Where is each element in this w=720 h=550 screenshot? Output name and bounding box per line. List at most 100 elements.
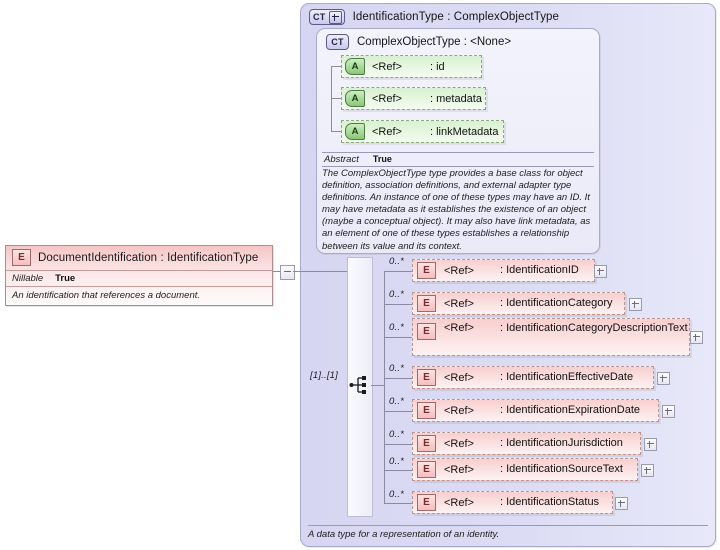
connector-toggle-to-type: [293, 271, 348, 272]
sequence-icon: [349, 376, 366, 394]
element-ref: <Ref>: [444, 264, 474, 277]
child-branch: [384, 304, 412, 305]
element-name: : IdentificationID: [500, 264, 579, 276]
expand-plus-icon[interactable]: [641, 464, 654, 477]
element-node-title: DocumentIdentification : IdentificationT…: [38, 251, 259, 264]
attribute-ref: <Ref>: [372, 125, 402, 138]
element-ref: <Ref>: [444, 322, 474, 334]
complex-type-badge[interactable]: CT: [309, 9, 345, 25]
expand-plus-icon[interactable]: [662, 405, 675, 418]
element-ref-node[interactable]: E <Ref> : IdentificationCategory: [412, 292, 625, 315]
element-ref: <Ref>: [444, 463, 474, 476]
element-name: : IdentificationExpirationDate: [500, 404, 641, 416]
cardinality-label: 0..*: [389, 289, 405, 300]
element-icon: E: [417, 402, 436, 419]
element-ref: <Ref>: [444, 496, 474, 509]
cardinality-label: 0..*: [389, 396, 405, 407]
element-documentation: An identification that references a docu…: [6, 286, 272, 305]
sequence-compositor-box[interactable]: [347, 257, 373, 517]
attribute-branch-3: [331, 131, 341, 132]
connector-element-to-toggle: [273, 271, 280, 272]
attribute-ref: <Ref>: [372, 60, 402, 73]
base-type-badge-label: CT: [331, 36, 344, 47]
element-ref-node[interactable]: E <Ref> : IdentificationCategoryDescript…: [412, 318, 690, 356]
element-ref-node[interactable]: E <Ref> : IdentificationStatus: [412, 491, 613, 514]
child-branch: [384, 470, 412, 471]
element-icon: E: [417, 461, 436, 478]
element-ref: <Ref>: [444, 437, 474, 450]
cardinality-label: 0..*: [389, 489, 405, 500]
attribute-name: : metadata: [430, 92, 482, 105]
attribute-tree-trunk: [331, 66, 332, 132]
attribute-node[interactable]: A <Ref> : id: [341, 55, 482, 78]
element-icon: E: [417, 435, 436, 452]
expand-plus-icon[interactable]: [328, 10, 342, 24]
element-ref-node[interactable]: E <Ref> : IdentificationEffectiveDate: [412, 366, 654, 389]
abstract-label: Abstract: [324, 154, 359, 165]
element-ref: <Ref>: [444, 297, 474, 310]
attribute-ref: <Ref>: [372, 92, 402, 105]
expand-plus-icon[interactable]: [690, 331, 703, 344]
complex-type-badge-label: CT: [313, 11, 326, 22]
element-node-header: E DocumentIdentification : Identificatio…: [6, 246, 272, 270]
element-icon: E: [417, 295, 436, 312]
element-icon: E: [417, 262, 436, 279]
connector-seq-to-trunk: [371, 385, 384, 386]
element-ref-node[interactable]: E <Ref> : IdentificationJurisdiction: [412, 432, 641, 455]
abstract-property-row: Abstract True: [322, 152, 594, 167]
expand-plus-icon[interactable]: [629, 298, 642, 311]
element-ref: <Ref>: [444, 404, 474, 417]
attribute-branch-1: [331, 66, 341, 67]
cardinality-label: 0..*: [389, 456, 405, 467]
nillable-label: Nillable: [12, 273, 44, 284]
child-branch: [384, 271, 412, 272]
attribute-node[interactable]: A <Ref> : metadata: [341, 87, 486, 110]
cardinality-label: 0..*: [389, 322, 405, 333]
attribute-name: : id: [430, 60, 445, 73]
attribute-icon: A: [345, 90, 365, 107]
element-name: : IdentificationCategoryDescriptionText: [500, 322, 688, 334]
base-type-badge[interactable]: CT: [326, 34, 349, 50]
complex-type-title: IdentificationType : ComplexObjectType: [352, 11, 560, 23]
base-type-documentation: The ComplexObjectType type provides a ba…: [322, 168, 591, 252]
element-ref: <Ref>: [444, 371, 474, 384]
base-type-header: CT ComplexObjectType : <None>: [317, 29, 599, 50]
nillable-value: True: [55, 273, 76, 284]
complex-type-documentation: A data type for a representation of an i…: [308, 525, 708, 540]
collapse-minus-icon[interactable]: [280, 265, 295, 280]
expand-plus-icon[interactable]: [657, 372, 670, 385]
element-ref-node[interactable]: E <Ref> : IdentificationSourceText: [412, 458, 638, 481]
expand-plus-icon[interactable]: [615, 497, 628, 510]
child-branch: [384, 337, 412, 338]
complex-type-header: CT IdentificationType : ComplexObjectTyp…: [301, 4, 715, 25]
child-branch: [384, 378, 412, 379]
abstract-value: True: [372, 154, 392, 164]
expand-plus-icon[interactable]: [594, 265, 607, 278]
child-tree-trunk: [384, 271, 385, 503]
child-branch: [384, 411, 412, 412]
attribute-node[interactable]: A <Ref> : linkMetadata: [341, 120, 504, 143]
base-type-title: ComplexObjectType : <None>: [357, 36, 512, 48]
attribute-name: : linkMetadata: [430, 125, 499, 138]
element-icon: E: [417, 494, 436, 511]
expand-plus-icon[interactable]: [644, 438, 657, 451]
element-name: : IdentificationSourceText: [500, 463, 623, 475]
child-branch: [384, 503, 412, 504]
element-property-row: Nillable True: [6, 270, 272, 286]
attribute-icon: A: [345, 58, 365, 75]
cardinality-label: 0..*: [389, 256, 405, 267]
attribute-icon: A: [345, 123, 365, 140]
element-node[interactable]: E DocumentIdentification : Identificatio…: [5, 245, 273, 306]
element-name: : IdentificationStatus: [500, 496, 600, 508]
element-icon: E: [417, 323, 436, 340]
element-ref-node[interactable]: E <Ref> : IdentificationExpirationDate: [412, 399, 659, 422]
element-ref-node[interactable]: E <Ref> : IdentificationID: [412, 259, 595, 282]
element-name: : IdentificationEffectiveDate: [500, 371, 634, 383]
attribute-branch-2: [331, 98, 341, 99]
element-icon: E: [417, 369, 436, 386]
cardinality-label: 0..*: [389, 363, 405, 374]
element-icon: E: [12, 249, 31, 266]
sequence-cardinality: [1]..[1]: [310, 370, 339, 381]
cardinality-label: 0..*: [389, 429, 405, 440]
